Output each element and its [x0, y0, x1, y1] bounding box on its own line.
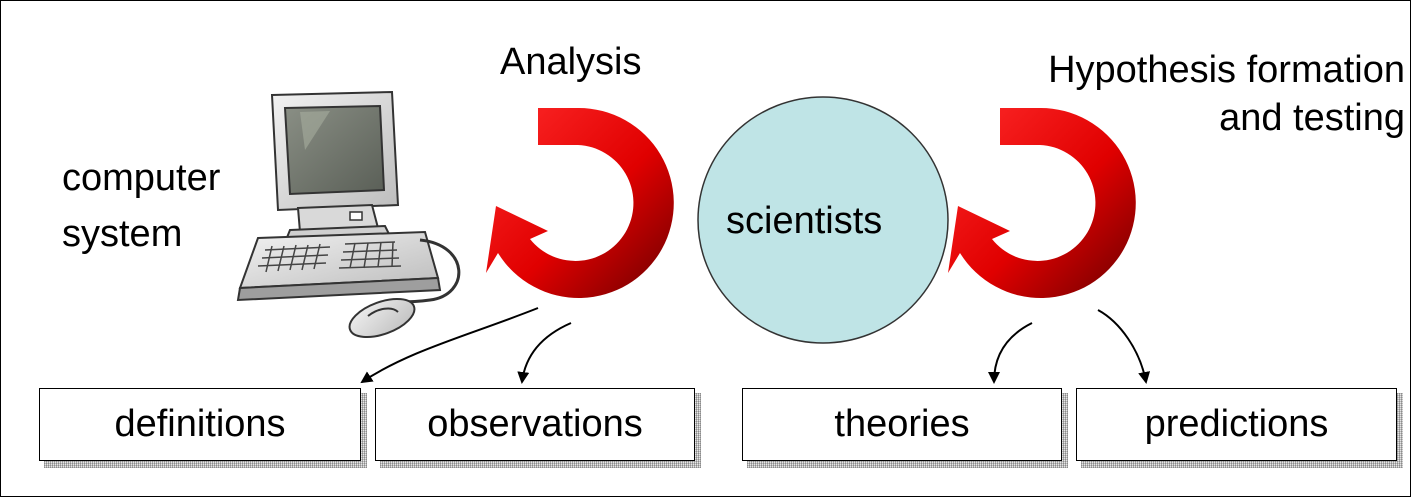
hypothesis-label-line1: Hypothesis formation — [1048, 49, 1405, 91]
analysis-label: Analysis — [500, 41, 642, 83]
definitions-box: definitions — [39, 388, 367, 468]
connector-hypothesis-to-predictions — [1097, 309, 1151, 384]
scientists-label: scientists — [726, 200, 883, 242]
connector-hypothesis-to-theories — [988, 322, 1033, 384]
computer-label-line2: system — [62, 213, 183, 255]
predictions-label: predictions — [1076, 388, 1397, 461]
connector-analysis-to-observations — [517, 322, 572, 384]
observations-label: observations — [375, 388, 695, 461]
observations-box: observations — [375, 388, 701, 468]
connector-analysis-to-definitions — [360, 307, 539, 384]
computer-label-line1: computer — [62, 157, 221, 199]
predictions-box: predictions — [1076, 388, 1403, 468]
theories-box: theories — [742, 388, 1068, 468]
hypothesis-label-line2: and testing — [1219, 97, 1405, 139]
analysis-cycle-icon — [486, 107, 674, 298]
theories-label: theories — [742, 388, 1062, 461]
desktop-computer-icon — [236, 90, 461, 339]
definitions-label: definitions — [39, 388, 361, 461]
scientists-circle — [697, 96, 949, 344]
hypothesis-cycle-icon — [948, 107, 1136, 298]
